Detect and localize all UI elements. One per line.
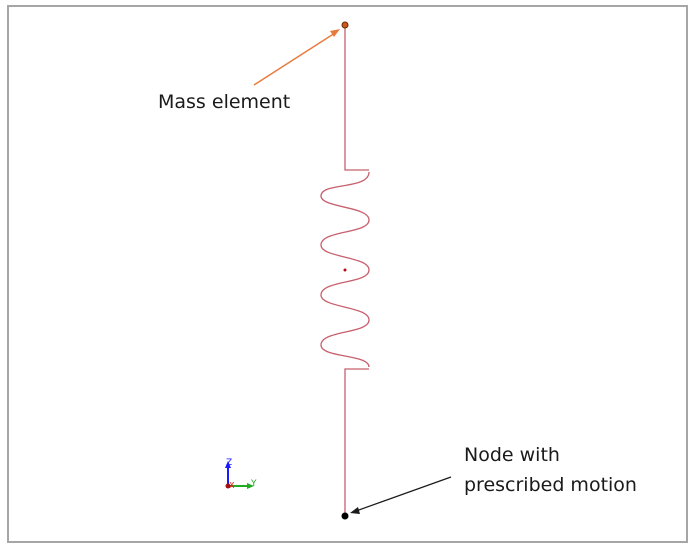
prescribed-motion-label: Node with prescribed motion [464, 440, 637, 500]
x-axis-icon [225, 483, 231, 489]
z-axis-label: Z [226, 458, 232, 468]
prescribed-motion-label-line1: Node with [464, 444, 560, 466]
spring-center-point [343, 268, 347, 272]
mass-element-label: Mass element [158, 91, 291, 113]
y-axis-label: Y [250, 479, 257, 489]
prescribed-motion-label-line2: prescribed motion [464, 474, 637, 496]
prescribed-motion-arrow [350, 476, 452, 514]
prescribed-motion-node[interactable] [341, 512, 349, 520]
spring-element[interactable] [320, 25, 370, 516]
mass-element-arrow [253, 29, 340, 86]
x-axis-label: X [229, 481, 235, 490]
mass-element-node[interactable] [341, 21, 349, 29]
viewport-frame [7, 5, 688, 543]
coordinate-triad: Z Y X [225, 458, 257, 490]
